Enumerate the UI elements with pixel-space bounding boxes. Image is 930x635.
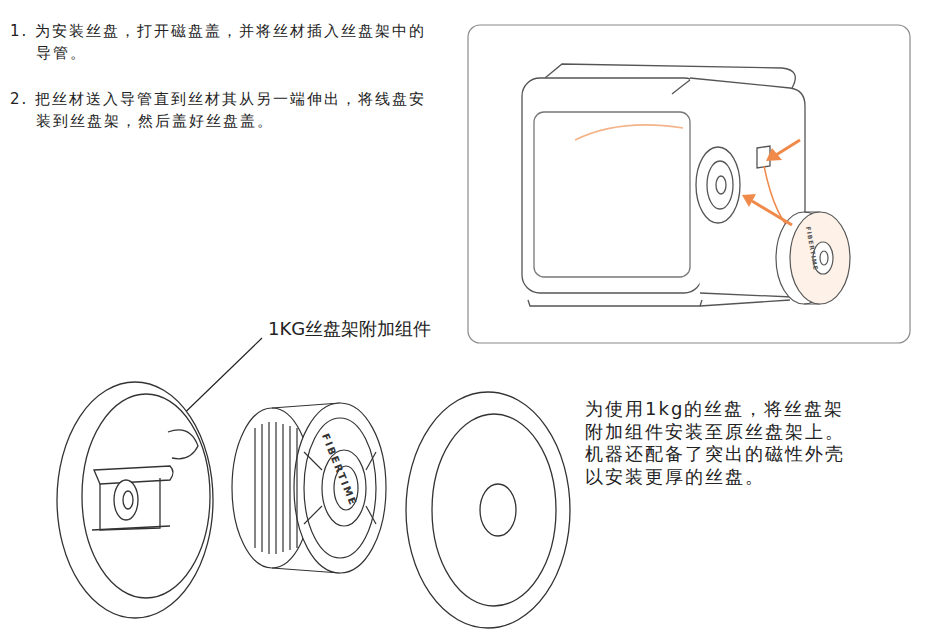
spool-1kg — [232, 403, 386, 573]
spool-holder — [57, 382, 213, 618]
step-text: 1. 为安装丝盘，打开磁盘盖，并将丝材插入丝盘架中的导管。 — [10, 20, 430, 64]
filament-inside — [575, 125, 683, 140]
magnetic-cover — [406, 392, 570, 628]
note-text: 为使用1kg的丝盘，将丝盘架附加组件安装至原丝盘架上。机器还配备了突出的磁性外壳… — [585, 398, 855, 488]
part-label: 1KG丝盘架附加组件 — [268, 318, 433, 339]
spool-small — [776, 212, 850, 304]
picture-frame — [468, 25, 910, 343]
step-text: 2. 把丝材送入导管直到丝材其从另一端伸出，将线盘安装到丝盘架，然后盖好丝盘盖。 — [10, 88, 430, 132]
printer — [522, 64, 805, 306]
insert-arrows — [742, 140, 800, 225]
